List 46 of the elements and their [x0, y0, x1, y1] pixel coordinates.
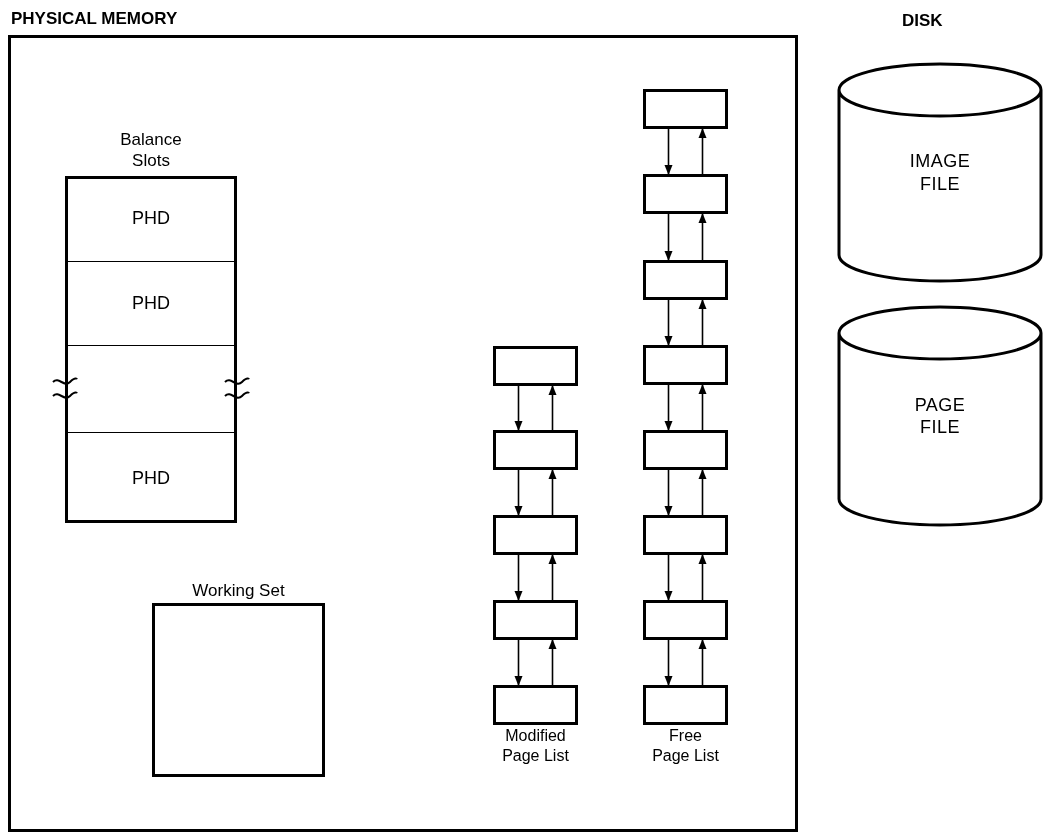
- arrow: [664, 384, 673, 431]
- box-heading: PHYSICAL MEMORY: [11, 8, 178, 30]
- arrow: [698, 128, 707, 175]
- arrow: [698, 299, 707, 346]
- arrow: [514, 554, 523, 601]
- disk-cylinder: [837, 62, 1043, 283]
- page-box: [643, 174, 728, 214]
- disk-cylinder: [837, 305, 1043, 527]
- page-box: [493, 430, 578, 470]
- disk-label: IMAGE FILE: [908, 150, 972, 195]
- arrow: [698, 639, 707, 686]
- arrow: [548, 639, 557, 686]
- slot-label: PHD: [132, 207, 170, 230]
- list-caption: Free Page List: [651, 726, 720, 766]
- page-box: [643, 345, 728, 385]
- section-heading: DISK: [902, 10, 943, 32]
- disk-label: PAGE FILE: [913, 393, 967, 439]
- box-heading: Balance Slots: [119, 129, 183, 172]
- arrow: [548, 554, 557, 601]
- arrow: [514, 639, 523, 686]
- arrow: [698, 469, 707, 516]
- page-box: [643, 515, 728, 555]
- slot-label: PHD: [132, 466, 170, 490]
- arrow: [548, 385, 557, 431]
- page-box: [643, 430, 728, 470]
- arrow: [664, 469, 673, 516]
- list-caption: Modified Page List: [501, 726, 570, 766]
- arrow: [664, 554, 673, 601]
- arrow: [548, 469, 557, 516]
- arrow: [664, 639, 673, 686]
- arrow: [698, 384, 707, 431]
- arrow: [664, 213, 673, 261]
- arrow: [514, 385, 523, 431]
- arrow: [698, 213, 707, 261]
- arrow: [664, 299, 673, 346]
- page-box: [643, 89, 728, 129]
- page-box: [493, 515, 578, 555]
- page-box: [643, 260, 728, 300]
- box-heading: Working Set: [191, 580, 286, 602]
- slot-label: PHD: [132, 292, 170, 315]
- page-box: [493, 346, 578, 386]
- arrow: [698, 554, 707, 601]
- page-box: [493, 600, 578, 640]
- arrow: [514, 469, 523, 516]
- page-box: [643, 600, 728, 640]
- arrow: [664, 128, 673, 175]
